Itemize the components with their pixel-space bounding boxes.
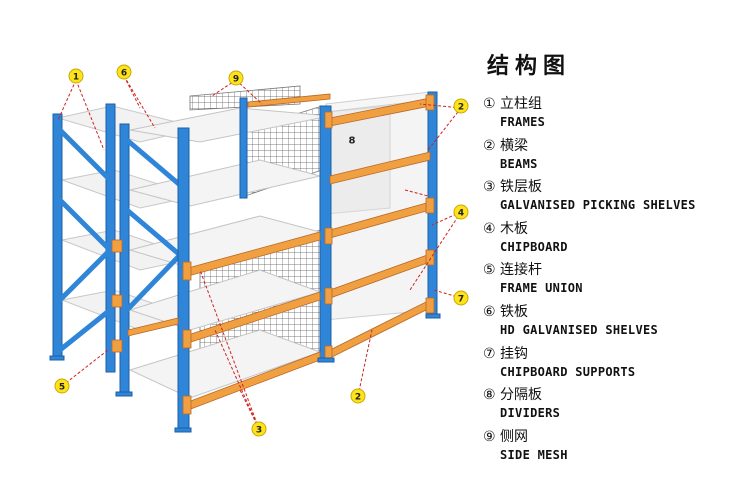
callout-label: 7 (458, 295, 464, 305)
frame-union-bars (111, 239, 123, 353)
legend-number: ① (483, 96, 496, 112)
legend-label-cn: 侧网 (500, 428, 528, 445)
callout-label: 6 (121, 69, 127, 79)
callout-label: 8 (349, 136, 356, 147)
legend-label-cn: 铁层板 (500, 179, 542, 196)
legend-label-en: DIVIDERS (500, 406, 561, 421)
legend-label-cn: 分隔板 (500, 387, 542, 404)
callout-circle (68, 68, 84, 84)
legend-label-cn: 木板 (500, 220, 528, 237)
callout-label: 2 (458, 103, 464, 113)
legend-number: ⑥ (483, 303, 496, 320)
legend-label-en: HD GALVANISED SHELVES (500, 322, 659, 337)
callout-circle (54, 378, 70, 394)
legend-label-en: CHIPBOARD SUPPORTS (500, 364, 636, 379)
callout-circle (350, 388, 366, 404)
main-beams (127, 93, 431, 411)
legend-label-en: CHIPBOARD (500, 239, 568, 254)
legend-number: ② (483, 137, 496, 154)
callout-label: 3 (256, 426, 262, 436)
legend-number: ⑧ (483, 387, 496, 404)
callout-circle (453, 204, 469, 220)
legend-label-en: GALVANISED PICKING SHELVES (500, 198, 696, 213)
callout-label: 4 (458, 209, 464, 219)
legend-label-cn: 立柱组 (500, 96, 542, 112)
legend-label-en: FRAMES (500, 115, 546, 129)
diagram-title: 结构图 (487, 54, 572, 79)
legend-label-cn: 铁板 (500, 303, 528, 320)
foot-plates (49, 313, 441, 433)
legend-number: ⑤ (483, 262, 496, 279)
callout-label: 9 (233, 75, 239, 85)
left-frame-bracing (58, 128, 182, 352)
callout-label: 2 (355, 393, 361, 403)
callout-circle (251, 421, 267, 437)
legend-label-cn: 连接杆 (500, 262, 542, 279)
callout-label: 1 (73, 73, 79, 83)
beam-brackets (182, 94, 435, 415)
legend-number: ④ (483, 220, 496, 237)
legend-label-en: BEAMS (500, 156, 538, 171)
legend-label-en: SIDE MESH (500, 447, 568, 462)
legend-label-cn: 横梁 (500, 137, 528, 154)
callout-circle (453, 98, 469, 114)
legend-number: ③ (483, 179, 496, 196)
legend-number: ⑦ (483, 345, 496, 362)
callout-circle (228, 70, 244, 86)
legend-label-en: FRAME UNION (500, 281, 583, 296)
callout-circle (453, 290, 469, 306)
callout-label: 5 (59, 383, 65, 393)
legend-label-cn: 挂钩 (500, 345, 528, 362)
callout-circle (116, 64, 132, 80)
legend-number: ⑨ (483, 428, 496, 445)
